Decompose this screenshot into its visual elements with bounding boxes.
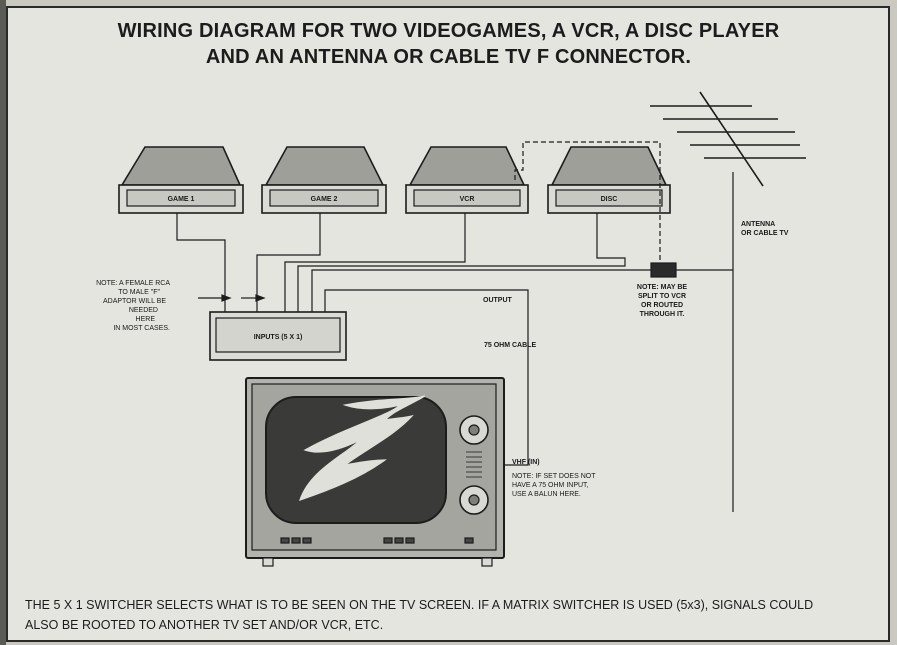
dashed-split-link [514, 141, 661, 262]
diagram-caption: THE 5 X 1 SWITCHER SELECTS WHAT IS TO BE… [25, 598, 814, 632]
switcher-label: INPUTS (5 X 1) [254, 334, 303, 341]
disc-box [547, 146, 671, 214]
antenna-label-1: ANTENNA [741, 221, 775, 228]
note-split-1: NOTE: MAY BE [637, 284, 688, 291]
game1-label: GAME 1 [168, 196, 195, 203]
output-label: OUTPUT [483, 297, 513, 304]
cable-label: 75 OHM CABLE [484, 342, 536, 349]
disc-label: DISC [601, 196, 618, 203]
note-left-6: IN MOST CASES. [113, 325, 170, 332]
splitter-connector [650, 262, 677, 278]
vcr-label: VCR [460, 196, 475, 203]
note-split-2: SPLIT TO VCR [638, 293, 686, 300]
tv-lightning-graphic [299, 395, 426, 501]
note-left-2: TO MALE "F" [118, 289, 160, 296]
note-split-3: OR ROUTED [641, 302, 683, 309]
disc-cable [297, 213, 626, 312]
note-left-1: NOTE: A FEMALE RCA [96, 280, 170, 287]
antenna-label-2: OR CABLE TV [741, 230, 789, 237]
note-balun-3: USE A BALUN HERE. [512, 491, 581, 498]
diagram-title-line2: AND AN ANTENNA OR CABLE TV F CONNECTOR. [205, 46, 692, 68]
game2-box [261, 146, 387, 214]
note-left-5: HERE [136, 316, 156, 323]
output-cable [324, 289, 529, 466]
game1-box [118, 146, 244, 214]
vcr-box [405, 146, 529, 214]
switcher-box [209, 311, 347, 361]
game2-label: GAME 2 [311, 196, 338, 203]
vcr-cable [284, 213, 466, 312]
note-left-4: NEEDED [129, 307, 158, 314]
game1-cable [176, 213, 226, 312]
note-balun-1: NOTE: IF SET DOES NOT [512, 473, 596, 480]
note-left-3: ADAPTOR WILL BE [103, 298, 166, 305]
page-edge [0, 0, 6, 645]
vhf-label: VHF (IN) [512, 459, 540, 466]
diagram-title-line1: WIRING DIAGRAM FOR TWO VIDEOGAMES, A VCR… [117, 20, 780, 42]
tv-set [245, 377, 505, 567]
antenna [650, 91, 806, 512]
note-balun-2: HAVE A 75 OHM INPUT, [512, 482, 589, 489]
game2-cable [256, 213, 321, 312]
note-split-4: THROUGH IT. [640, 311, 685, 318]
tv-screen [265, 396, 447, 524]
